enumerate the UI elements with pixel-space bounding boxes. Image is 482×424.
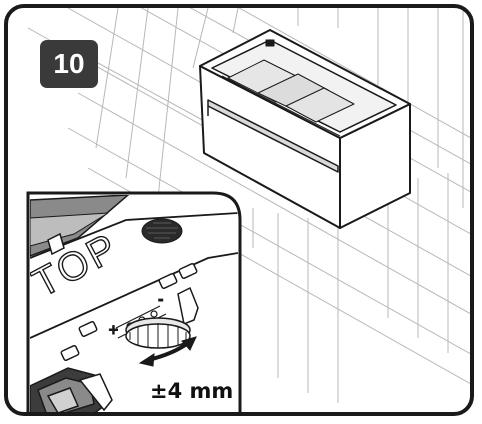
scale-minus-mark: -: [158, 293, 163, 308]
hand-illustration: [30, 367, 113, 412]
scale-plus-mark: +: [108, 323, 119, 338]
curved-double-arrow-icon: [138, 336, 197, 367]
vanity-cabinet-icon: [199, 29, 411, 229]
adjustment-wheel: [125, 286, 199, 349]
adjustment-range-label: ±4 mm: [144, 378, 238, 404]
scene-canvas: TOP + -: [26, 8, 470, 412]
illustration-frame: TOP + -: [4, 4, 474, 416]
step-number-badge: 10: [40, 40, 98, 88]
detail-inset: TOP + -: [26, 191, 242, 412]
tile-grid-icon: [27, 8, 470, 403]
